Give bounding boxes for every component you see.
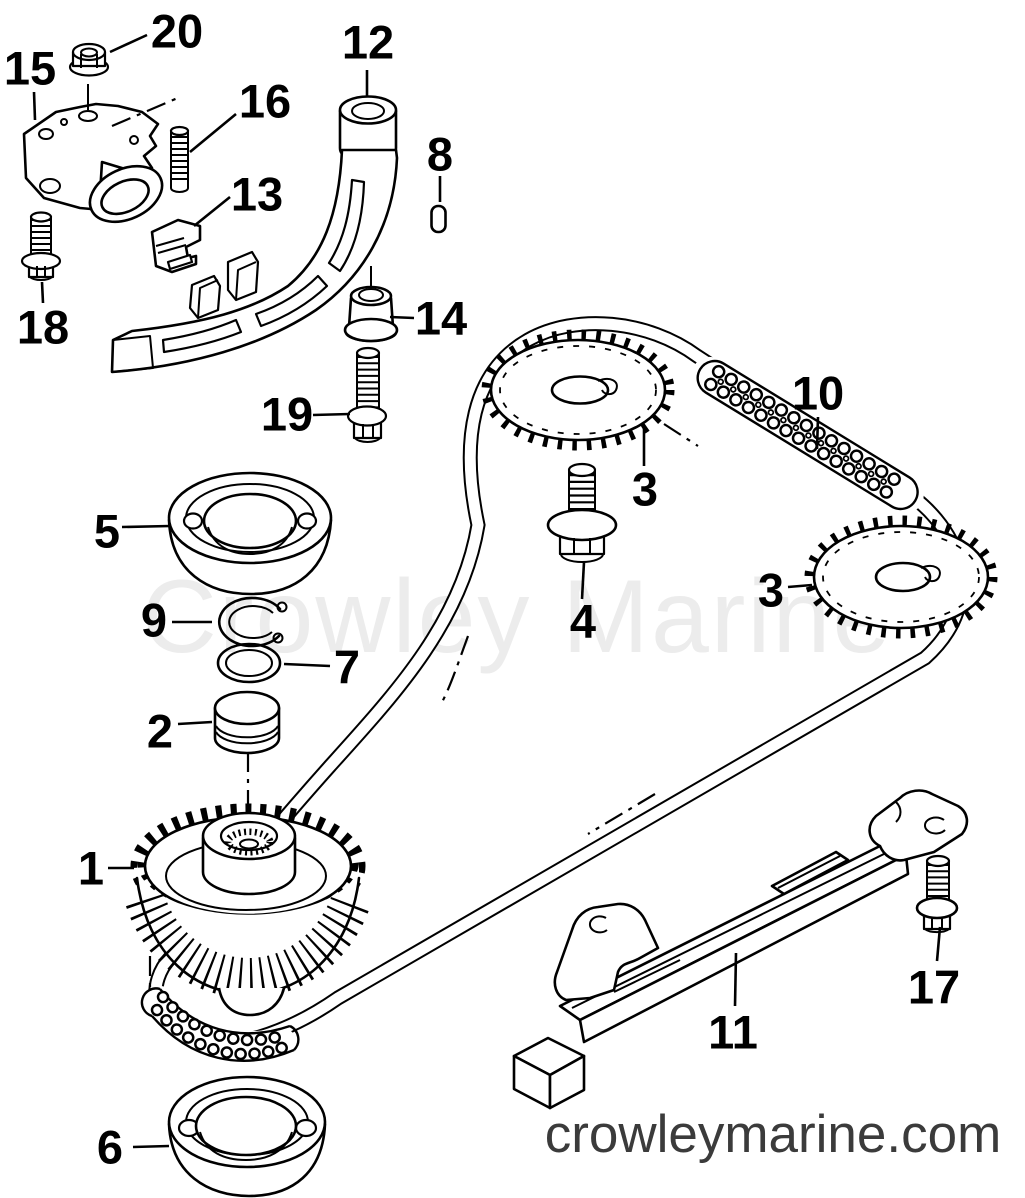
callout-label-2: 2 bbox=[147, 705, 173, 758]
callout-leader-20 bbox=[109, 33, 148, 54]
part-13-clip bbox=[150, 218, 202, 274]
part-3-sprocket-top bbox=[481, 329, 675, 451]
callout-leader-6 bbox=[132, 1144, 170, 1149]
part-6-bearing bbox=[167, 1075, 327, 1198]
part-12-chain-guide-upper bbox=[110, 95, 399, 374]
part-18-bolt bbox=[20, 211, 62, 282]
callout-leader-15 bbox=[32, 91, 37, 121]
callout-label-8: 8 bbox=[427, 128, 453, 181]
part-3-sprocket-right bbox=[804, 515, 998, 639]
part-8-pin bbox=[430, 204, 447, 234]
part-14-collar bbox=[343, 266, 399, 343]
callout-leader-19 bbox=[312, 412, 351, 417]
part-1-gear bbox=[125, 803, 372, 1017]
callout-label-4: 4 bbox=[570, 595, 596, 648]
callout-label-19: 19 bbox=[261, 388, 313, 441]
callout-label-18: 18 bbox=[17, 301, 69, 354]
callout-label-3: 3 bbox=[758, 564, 784, 617]
website-text: crowleymarine.com bbox=[545, 1105, 1002, 1164]
chain-centerline-dash bbox=[587, 793, 656, 835]
callout-leader-4 bbox=[580, 561, 586, 600]
part-7-o-ring bbox=[216, 642, 282, 684]
callout-label-5: 5 bbox=[94, 505, 120, 558]
guide-tab bbox=[226, 250, 260, 302]
part-5-bearing bbox=[167, 471, 333, 596]
callout-label-15: 15 bbox=[4, 42, 56, 95]
callout-label-20: 20 bbox=[151, 5, 203, 58]
callout-leader-16 bbox=[189, 112, 237, 154]
callout-label-14: 14 bbox=[415, 292, 467, 345]
part-16-stud bbox=[169, 125, 190, 193]
part-11-chain-guide-lower bbox=[512, 789, 969, 1110]
guide-boss bbox=[338, 95, 398, 125]
callout-leader-5 bbox=[121, 524, 171, 529]
callout-leader-17 bbox=[935, 926, 942, 962]
callout-label-1: 1 bbox=[78, 842, 104, 895]
part-2-plug bbox=[213, 690, 281, 812]
callout-leader-18 bbox=[40, 281, 45, 304]
callout-label-16: 16 bbox=[239, 75, 291, 128]
chain-centerline-dash bbox=[663, 423, 699, 447]
callout-label-17: 17 bbox=[908, 961, 960, 1014]
part-17-bolt bbox=[915, 854, 959, 934]
guide-tab bbox=[188, 274, 222, 320]
guide-left-tab bbox=[553, 902, 660, 1002]
callout-leader-10 bbox=[815, 416, 820, 450]
callout-leader-13 bbox=[193, 195, 231, 228]
callout-leader-3 bbox=[787, 583, 813, 589]
gear-lower-hub bbox=[217, 987, 286, 1017]
callout-label-3: 3 bbox=[632, 463, 658, 516]
chain-centerline-dash bbox=[439, 635, 470, 707]
callout-label-6: 6 bbox=[97, 1121, 123, 1174]
callout-leader-11 bbox=[733, 952, 738, 1007]
part-10-chain-links-lower bbox=[140, 986, 300, 1066]
part-10-chain-links bbox=[691, 356, 924, 514]
callout-label-11: 11 bbox=[708, 1006, 758, 1059]
tensioner-stud-hole bbox=[78, 110, 98, 122]
callout-leader-14 bbox=[389, 315, 415, 320]
guide-right-tab bbox=[868, 789, 969, 862]
part-15-tensioner bbox=[22, 84, 181, 224]
part-20-flange-nut bbox=[68, 42, 110, 77]
part-19-bolt bbox=[346, 346, 388, 443]
callout-leader-2 bbox=[177, 720, 213, 726]
callout-label-12: 12 bbox=[342, 16, 394, 69]
part-4-bolt bbox=[546, 462, 618, 563]
callout-label-9: 9 bbox=[141, 594, 167, 647]
callout-label-10: 10 bbox=[792, 367, 844, 420]
callout-label-7: 7 bbox=[334, 641, 360, 694]
callout-label-13: 13 bbox=[231, 168, 283, 221]
callout-leader-7 bbox=[283, 662, 331, 668]
